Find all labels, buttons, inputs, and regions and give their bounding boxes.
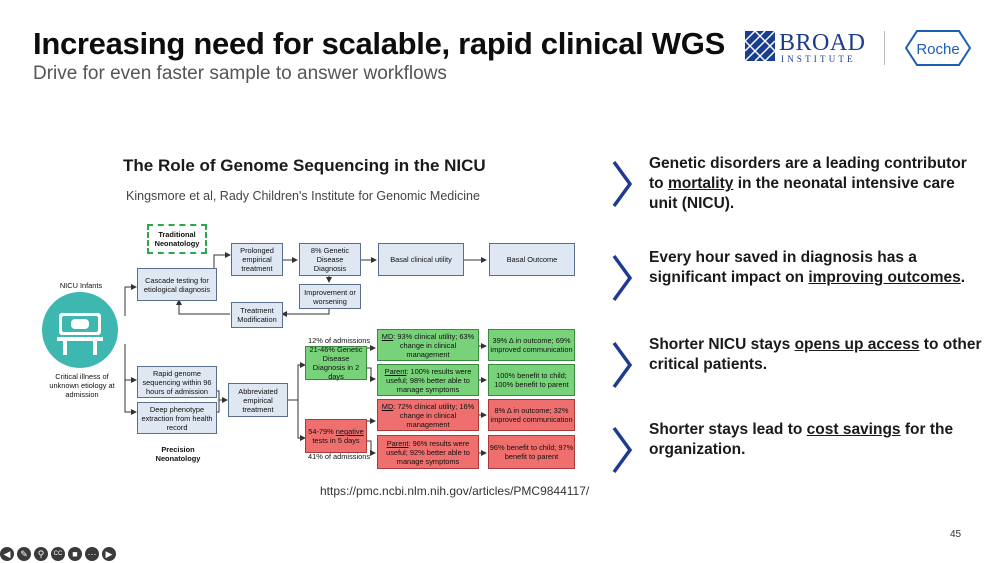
chevron-right-icon — [612, 160, 633, 208]
back-arrow-icon[interactable]: ◀ — [0, 547, 14, 561]
camera-icon[interactable]: ■ — [68, 547, 82, 561]
bullet-text: Shorter stays lead to cost savings for t… — [649, 421, 954, 458]
rapid-genome-box: Rapid genome sequencing within 96 hours … — [137, 366, 217, 398]
outcome-green-1-box: 39% Δ in outcome; 69% improved communica… — [488, 329, 575, 361]
broad-logo-text: BROAD — [779, 30, 866, 56]
forward-arrow-icon[interactable]: ▶ — [102, 547, 116, 561]
prolonged-treatment-box: Prolonged empirical treatment — [231, 243, 283, 276]
captions-icon[interactable]: CC — [51, 547, 65, 561]
bullet-text: Shorter NICU stays opens up access to ot… — [649, 336, 982, 373]
bullet-cost: Shorter stays lead to cost savings for t… — [610, 420, 980, 474]
citation-url[interactable]: https://pmc.ncbi.nlm.nih.gov/articles/PM… — [320, 484, 590, 498]
critical-illness-label: Critical illness of unknown etiology at … — [49, 372, 115, 399]
outcome-red-1-box: 8% Δ in outcome; 32% improved communicat… — [488, 399, 575, 431]
parent-useful-green-box: Parent: 100% results were useful; 98% be… — [377, 364, 479, 396]
md-utility-red-box: MD: 72% clinical utility; 16% change in … — [377, 399, 479, 431]
bullet-text: Every hour saved in diagnosis has a sign… — [649, 249, 966, 286]
genetic-diagnosis-8-box: 8% Genetic Disease Diagnosis — [299, 243, 361, 276]
traditional-neonatology-box: Traditional Neonatology — [147, 224, 207, 254]
logo-divider — [884, 31, 885, 65]
page-number: 45 — [950, 529, 962, 540]
nicu-figure: The Role of Genome Sequencing in the NIC… — [33, 148, 586, 480]
basal-clinical-utility-box: Basal clinical utility — [378, 243, 464, 276]
pen-icon[interactable]: ✎ — [17, 547, 31, 561]
negative-tests-box: 54-79% negative tests in 5 days — [305, 419, 367, 453]
more-icon[interactable]: ⋯ — [85, 547, 99, 561]
bullet-text: Genetic disorders are a leading contribu… — [649, 155, 967, 212]
admissions-12-label: 12% of admissions — [307, 336, 371, 345]
admissions-41-label: 41% of admissions — [307, 452, 371, 461]
figure-subtitle: Kingsmore et al, Rady Children's Institu… — [126, 189, 480, 203]
abbreviated-treatment-box: Abbreviated empirical treatment — [228, 383, 288, 417]
deep-phenotype-box: Deep phenotype extraction from health re… — [137, 402, 217, 434]
treatment-modification-box: Treatment Modification — [231, 302, 283, 328]
slide-title: Increasing need for scalable, rapid clin… — [33, 26, 725, 61]
flow-arrows — [42, 252, 487, 456]
diagnosis-2-days-box: 21-46% Genetic Disease Diagnosis in 2 da… — [305, 345, 367, 381]
magnifier-icon[interactable]: ⚲ — [34, 547, 48, 561]
outcome-green-2-box: 100% benefit to child; 100% benefit to p… — [488, 364, 575, 396]
md-utility-green-box: MD: 93% clinical utility; 63% change in … — [377, 329, 479, 361]
nicu-infants-label: NICU Infants — [59, 281, 103, 290]
precision-neonatology-label: Precision Neonatology — [155, 445, 201, 463]
roche-logo-text: Roche — [916, 41, 959, 58]
incubator-icon — [42, 292, 118, 368]
logo-bar: BROAD INSTITUTE Roche — [745, 28, 975, 68]
figure-title: The Role of Genome Sequencing in the NIC… — [123, 156, 486, 175]
bullet-access: Shorter NICU stays opens up access to ot… — [610, 335, 982, 389]
parent-useful-red-box: Parent: 96% results were useful; 92% bet… — [377, 435, 479, 469]
chevron-right-icon — [612, 341, 633, 389]
broad-logo-subtext: INSTITUTE — [781, 54, 856, 64]
slide-subtitle: Drive for even faster sample to answer w… — [33, 63, 447, 84]
bullet-outcomes: Every hour saved in diagnosis has a sign… — [610, 248, 980, 302]
bullet-mortality: Genetic disorders are a leading contribu… — [610, 154, 980, 214]
cascade-testing-box: Cascade testing for etiological diagnosi… — [137, 268, 217, 301]
presenter-toolbar: ◀ ✎ ⚲ CC ■ ⋯ ▶ — [0, 545, 116, 563]
chevron-right-icon — [612, 426, 633, 474]
roche-logo: Roche — [905, 30, 971, 66]
chevron-right-icon — [612, 254, 633, 302]
outcome-red-2-box: 96% benefit to child; 97% benefit to par… — [488, 435, 575, 469]
basal-outcome-box: Basal Outcome — [489, 243, 575, 276]
improvement-worsening-box: Improvement or worsening — [299, 284, 361, 309]
broad-logo-icon — [745, 31, 775, 61]
